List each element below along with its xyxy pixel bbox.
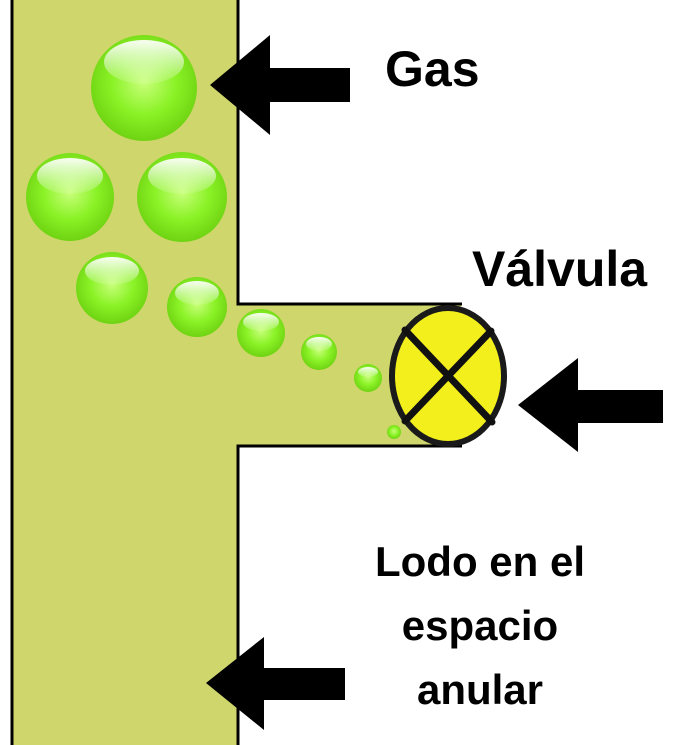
annular-mud-label-line: anular	[416, 666, 544, 713]
gas-bubble	[167, 277, 227, 337]
gas-bubble	[137, 152, 227, 242]
gas-bubble	[76, 252, 148, 324]
valve-label: Válvula	[472, 241, 648, 297]
gas-bubble	[237, 309, 285, 357]
annular-mud-label: Lodo en el espacio anular	[330, 530, 630, 722]
gas-bubble	[387, 425, 401, 439]
mud-arrow-icon	[206, 637, 345, 730]
outlet-bottom-wall	[236, 444, 462, 745]
gas-bubble	[301, 334, 337, 370]
annular-mud-label-line: Lodo en el	[375, 538, 585, 585]
gas-arrow-icon	[210, 35, 350, 135]
gas-bubble	[91, 35, 197, 141]
gas-bubble	[354, 364, 382, 392]
gas-bubble	[26, 153, 114, 241]
gas-label: Gas	[385, 41, 480, 97]
valve-arrow-icon	[518, 358, 663, 452]
gas-bubbles	[26, 35, 401, 439]
valve-icon	[389, 305, 507, 447]
annular-mud-label-line: espacio	[401, 602, 559, 649]
